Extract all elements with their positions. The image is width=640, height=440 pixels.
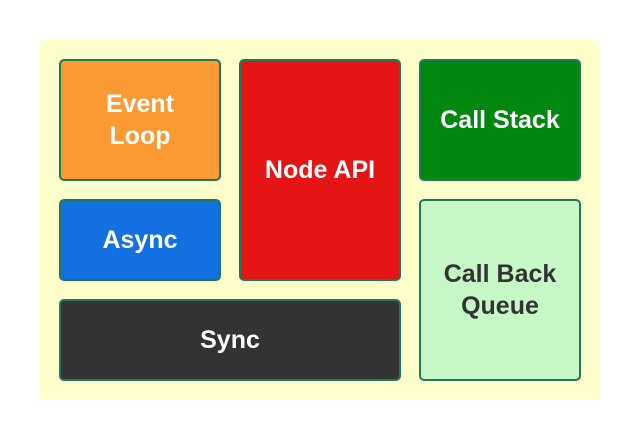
event-loop-label: Event Loop — [105, 90, 175, 150]
async-block: Async — [59, 199, 221, 281]
event-loop-block: Event Loop — [59, 59, 221, 181]
sync-label: Sync — [200, 326, 260, 354]
sync-block: Sync — [59, 299, 401, 381]
node-api-block: Node API — [239, 59, 401, 281]
callback-queue-block: Call Back Queue — [419, 199, 581, 381]
node-api-label: Node API — [264, 156, 376, 184]
call-stack-label: Call Stack — [440, 106, 560, 134]
call-stack-block: Call Stack — [419, 59, 581, 181]
callback-queue-label: Call Back Queue — [443, 260, 557, 320]
async-label: Async — [102, 226, 178, 254]
